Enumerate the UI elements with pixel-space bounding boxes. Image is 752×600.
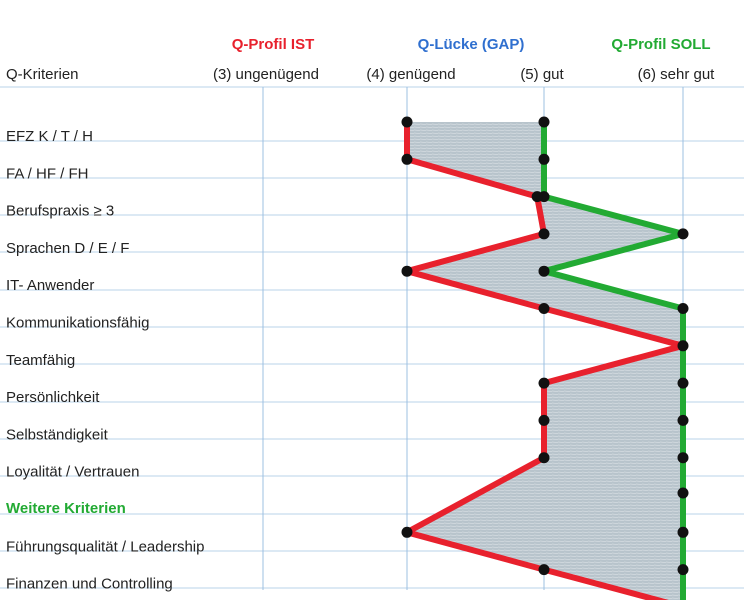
data-point xyxy=(677,526,689,538)
series-line-soll xyxy=(541,122,686,600)
criterion-label: Sprachen D / E / F xyxy=(6,240,129,257)
section-label: Weitere Kriterien xyxy=(6,500,126,517)
data-point xyxy=(538,116,550,128)
gap-area-fill xyxy=(407,122,683,600)
legend-label: Q-Profil SOLL xyxy=(611,36,710,53)
column-header: Q-Kriterien xyxy=(6,66,79,83)
data-point xyxy=(677,303,689,314)
criterion-label: Berufspraxis ≥ 3 xyxy=(6,203,114,220)
data-point xyxy=(538,452,550,464)
data-point xyxy=(677,452,689,464)
criterion-label: Finanzen und Controlling xyxy=(6,576,173,593)
criterion-label: Teamfähig xyxy=(6,352,75,369)
legend-label: Q-Profil IST xyxy=(232,36,315,53)
criterion-label: Persönlichkeit xyxy=(6,389,100,406)
criterion-label: Kommunikationsfähig xyxy=(6,315,149,332)
data-point xyxy=(401,116,413,128)
criterion-label: IT- Anwender xyxy=(6,277,94,294)
criterion-label: Loyalität / Vertrauen xyxy=(6,464,139,481)
data-point xyxy=(401,153,413,165)
data-point xyxy=(538,153,550,165)
data-point xyxy=(677,564,689,576)
data-point xyxy=(677,228,689,240)
data-point xyxy=(677,340,689,352)
data-point xyxy=(677,487,689,499)
chart-text: Q-Profil IST Q-Lücke (GAP) Q-Profil SOLL Q-… xyxy=(6,36,716,593)
level-tick-label: (4) genügend xyxy=(366,66,455,83)
data-point xyxy=(538,564,550,576)
legend-label: Q-Lücke (GAP) xyxy=(418,36,525,53)
criterion-label: Führungsqualität / Leadership xyxy=(6,538,204,555)
gap-area xyxy=(407,122,683,600)
data-point xyxy=(401,265,413,277)
data-point xyxy=(401,526,413,538)
data-point xyxy=(538,303,550,314)
data-point xyxy=(677,377,689,389)
level-tick-label: (6) sehr gut xyxy=(638,66,716,83)
data-point xyxy=(538,414,550,426)
data-points xyxy=(401,116,689,576)
data-point xyxy=(677,414,689,426)
criterion-label: EFZ K / T / H xyxy=(6,128,93,145)
level-tick-label: (3) ungenügend xyxy=(213,66,319,83)
data-point xyxy=(538,228,550,240)
data-point xyxy=(531,191,543,203)
data-point xyxy=(538,265,550,277)
level-tick-label: (5) gut xyxy=(520,66,564,83)
data-point xyxy=(538,377,550,389)
criterion-label: Selbständigkeit xyxy=(6,426,109,443)
criterion-label: FA / HF / FH xyxy=(6,165,89,182)
